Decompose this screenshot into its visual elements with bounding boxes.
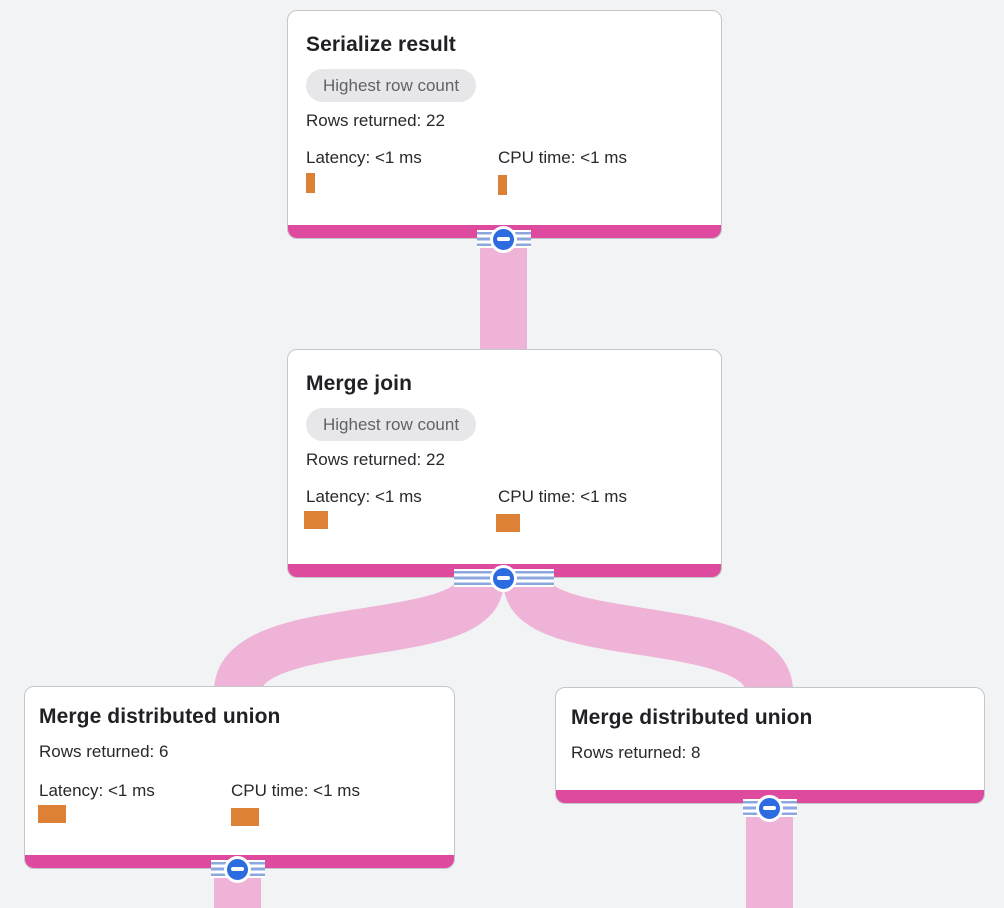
rows-returned-text: Rows returned: 22	[306, 450, 445, 469]
latency-bar	[304, 511, 328, 529]
latency-label: Latency: <1 ms	[39, 781, 155, 800]
minus-icon	[496, 576, 510, 580]
node-title: Merge distributed union	[39, 705, 281, 728]
highest-row-count-badge: Highest row count	[306, 69, 477, 102]
latency-label: Latency: <1 ms	[306, 487, 422, 506]
node-title: Serialize result	[306, 33, 456, 56]
cpu-time-bar	[496, 514, 520, 532]
highest-row-count-badge: Highest row count	[306, 408, 477, 441]
plan-node-serialize-result[interactable]: Serialize result Highest row count Rows …	[287, 10, 722, 239]
plan-node-merge-join[interactable]: Merge join Highest row count Rows return…	[287, 349, 722, 578]
collapse-button[interactable]	[223, 855, 251, 883]
node-title: Merge distributed union	[571, 706, 813, 729]
collapse-button[interactable]	[489, 225, 517, 253]
cpu-time-label: CPU time: <1 ms	[498, 148, 627, 167]
latency-bar	[306, 173, 315, 193]
flow-edge-merge-join-to-right-union	[503, 577, 793, 696]
node-title: Merge join	[306, 372, 413, 395]
cpu-time-label: CPU time: <1 ms	[231, 781, 360, 800]
cpu-time-bar	[498, 175, 507, 195]
flow-edge-serialize-to-merge-join	[480, 236, 527, 350]
rows-returned-text: Rows returned: 22	[306, 111, 445, 130]
minus-icon	[762, 806, 776, 810]
flow-edge-merge-join-to-left-union	[214, 577, 504, 696]
cpu-time-label: CPU time: <1 ms	[498, 487, 627, 506]
collapse-button[interactable]	[489, 564, 517, 592]
rows-returned-text: Rows returned: 8	[571, 743, 701, 762]
collapse-button[interactable]	[755, 794, 783, 822]
rows-returned-text: Rows returned: 6	[39, 742, 169, 761]
latency-bar	[38, 805, 66, 823]
plan-node-merge-distributed-union-left[interactable]: Merge distributed union Rows returned: 6…	[24, 686, 455, 869]
cpu-time-bar	[231, 808, 259, 826]
badge-label: Highest row count	[323, 415, 460, 434]
minus-icon	[230, 867, 244, 871]
plan-node-merge-distributed-union-right[interactable]: Merge distributed union Rows returned: 8	[555, 687, 985, 804]
latency-label: Latency: <1 ms	[306, 148, 422, 167]
badge-label: Highest row count	[323, 76, 460, 95]
minus-icon	[496, 237, 510, 241]
